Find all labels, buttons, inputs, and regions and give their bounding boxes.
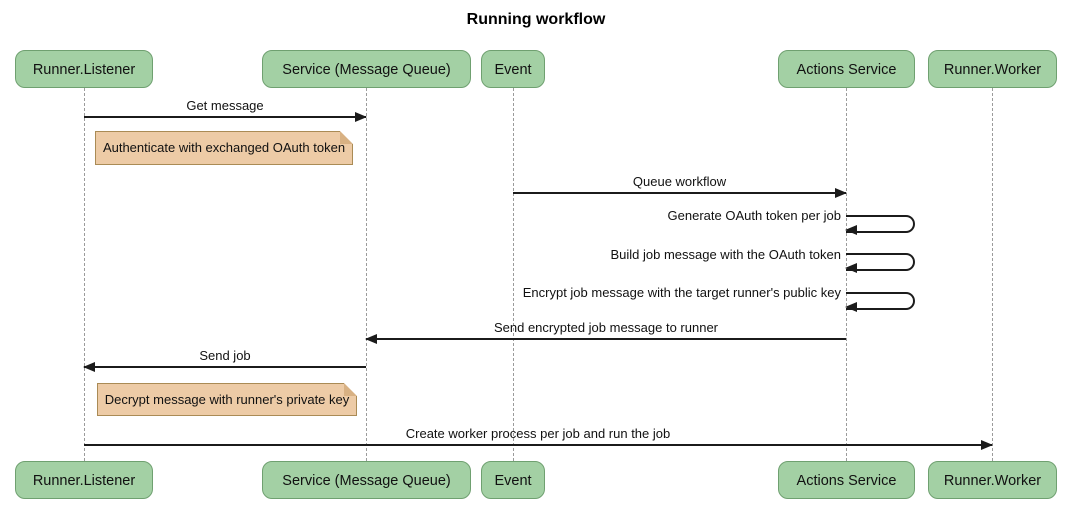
lifeline-event bbox=[513, 88, 514, 461]
message-send-encrypted-job-message: Send encrypted job message to runner bbox=[365, 318, 846, 344]
note-authenticate-oauth: Authenticate with exchanged OAuth token bbox=[95, 131, 353, 165]
arrowhead-right-icon bbox=[981, 440, 993, 450]
diagram-title: Running workflow bbox=[466, 11, 606, 28]
message-line bbox=[84, 444, 992, 446]
message-send-job: Send job bbox=[83, 346, 366, 372]
self-loop-arrow bbox=[845, 253, 915, 273]
arrowhead-left-icon bbox=[845, 263, 857, 273]
arrowhead-left-icon bbox=[365, 334, 377, 344]
self-message-build-job-message: Build job message with the OAuth token bbox=[610, 247, 841, 262]
participant-event-top: Event bbox=[481, 50, 545, 88]
arrowhead-left-icon bbox=[845, 225, 857, 235]
message-line bbox=[84, 116, 366, 118]
participant-service-message-queue-top: Service (Message Queue) bbox=[262, 50, 471, 88]
message-queue-workflow: Queue workflow bbox=[513, 172, 847, 198]
participant-runner-listener-bottom: Runner.Listener bbox=[15, 461, 153, 499]
note-decrypt-message: Decrypt message with runner's private ke… bbox=[97, 383, 357, 416]
arrowhead-left-icon bbox=[83, 362, 95, 372]
message-get-message: Get message bbox=[84, 96, 367, 122]
message-line bbox=[84, 366, 366, 368]
message-line bbox=[366, 338, 846, 340]
participant-runner-worker-top: Runner.Worker bbox=[928, 50, 1057, 88]
participant-runner-worker-bottom: Runner.Worker bbox=[928, 461, 1057, 499]
message-label: Send encrypted job message to runner bbox=[493, 320, 719, 335]
message-label: Create worker process per job and run th… bbox=[405, 426, 671, 441]
self-loop-arrow bbox=[845, 215, 915, 235]
self-message-encrypt-job-message: Encrypt job message with the target runn… bbox=[522, 285, 841, 300]
arrowhead-right-icon bbox=[835, 188, 847, 198]
message-create-worker-process: Create worker process per job and run th… bbox=[84, 424, 993, 450]
message-label: Send job bbox=[199, 348, 251, 363]
arrowhead-left-icon bbox=[845, 302, 857, 312]
participant-actions-service-bottom: Actions Service bbox=[778, 461, 915, 499]
arrowhead-right-icon bbox=[355, 112, 367, 122]
lifeline-runner-listener bbox=[84, 88, 85, 461]
self-loop-arrow bbox=[845, 292, 915, 312]
lifeline-actions-service bbox=[846, 88, 847, 461]
message-label: Get message bbox=[186, 98, 264, 113]
participant-service-message-queue-bottom: Service (Message Queue) bbox=[262, 461, 471, 499]
participant-runner-listener-top: Runner.Listener bbox=[15, 50, 153, 88]
participant-actions-service-top: Actions Service bbox=[778, 50, 915, 88]
participant-event-bottom: Event bbox=[481, 461, 545, 499]
lifeline-service-message-queue bbox=[366, 88, 367, 461]
self-message-generate-oauth-token: Generate OAuth token per job bbox=[667, 208, 841, 223]
message-line bbox=[513, 192, 846, 194]
message-label: Queue workflow bbox=[632, 174, 727, 189]
lifeline-runner-worker bbox=[992, 88, 993, 461]
